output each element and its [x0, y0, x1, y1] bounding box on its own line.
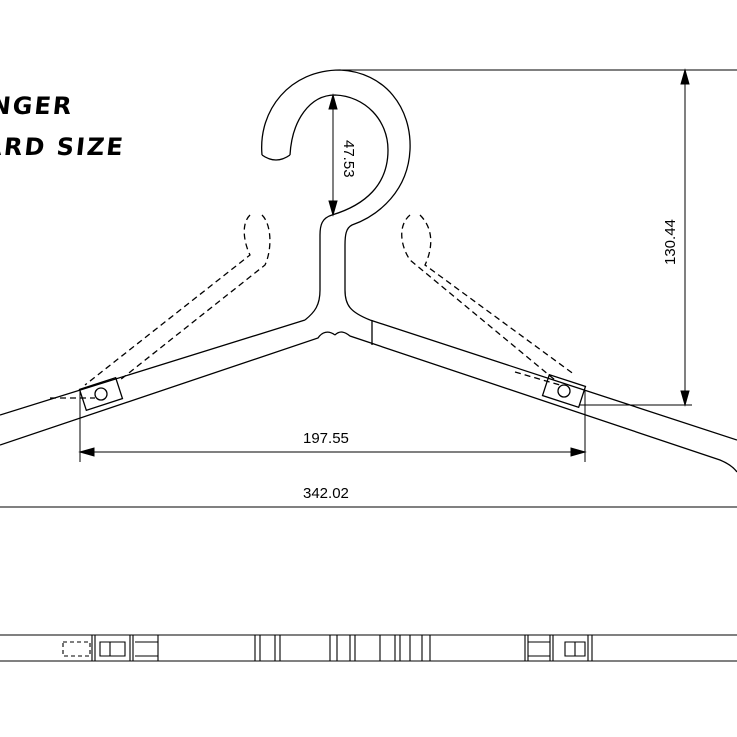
dim-hook-inner: 47.53 — [340, 140, 357, 178]
dim-total-width: 342.02 — [303, 485, 349, 502]
folded-arms-hidden — [50, 214, 576, 399]
dim-total-height: 130.44 — [662, 219, 679, 265]
hook-tip — [261, 154, 291, 161]
right-arm — [334, 319, 737, 473]
dim-pivot-span: 197.55 — [303, 430, 349, 447]
right-pivot — [541, 373, 587, 409]
title-line-2: STANDARD SIZE — [0, 133, 127, 161]
dimension-lines — [0, 68, 737, 508]
title-line-1: HANGER — [0, 92, 75, 120]
hanger-front-view — [0, 69, 737, 473]
hanger-top-view — [0, 634, 737, 662]
hook-outline — [261, 69, 411, 321]
left-arm — [0, 319, 336, 446]
hook-inner — [289, 94, 389, 321]
left-pivot — [78, 376, 124, 412]
